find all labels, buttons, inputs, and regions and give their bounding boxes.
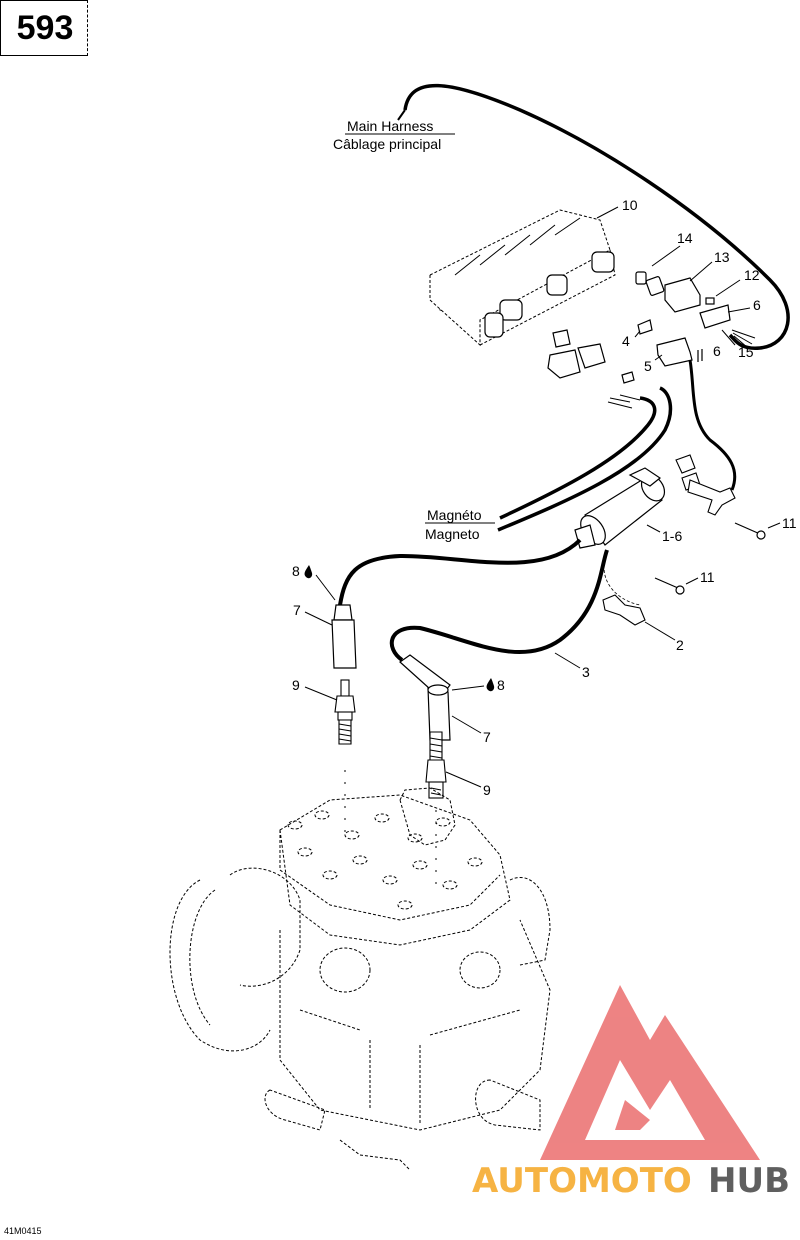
callout-14: 14 xyxy=(677,230,693,246)
harness-branch-wire xyxy=(688,359,737,491)
spark-plug-left xyxy=(334,679,356,745)
main-harness-label: Main Harness xyxy=(347,118,433,134)
callout-5: 5 xyxy=(644,358,652,374)
connector-parts xyxy=(547,271,731,384)
callout-11b: 11 xyxy=(700,569,715,585)
spark-plug-right xyxy=(425,731,447,799)
callout-3: 3 xyxy=(582,664,590,680)
lubricant-drop-icon xyxy=(304,565,313,579)
magneto-wires xyxy=(497,386,673,532)
callout-7a: 7 xyxy=(293,602,301,618)
callout-9b: 9 xyxy=(483,782,491,798)
mounting-bracket xyxy=(675,454,736,516)
figure-code: 41M0415 xyxy=(4,1226,42,1236)
spark-plug-cap-right xyxy=(399,654,451,741)
magneto-label-fr: Magnéto xyxy=(427,507,482,523)
callout-12: 12 xyxy=(744,267,760,283)
magneto-label-en: Magneto xyxy=(425,526,480,542)
page-number-box: 593 xyxy=(0,0,88,56)
callout-8b: 8 xyxy=(497,677,505,693)
callout-9a: 9 xyxy=(292,677,300,693)
callout-8a: 8 xyxy=(292,563,300,579)
callout-10: 10 xyxy=(622,197,638,213)
ignition-coil xyxy=(574,467,666,549)
callout-6b: 6 xyxy=(713,343,721,359)
module-connectors xyxy=(484,251,615,338)
watermark-logo xyxy=(540,985,760,1160)
screw-11-upper xyxy=(734,522,766,540)
callout-13: 13 xyxy=(714,249,730,265)
screw-11-lower xyxy=(654,577,685,595)
watermark-hub: HUB xyxy=(708,1161,790,1201)
engine-block xyxy=(169,787,551,1171)
wire-clip xyxy=(602,594,646,626)
wire-ends xyxy=(607,329,756,409)
high-tension-cables xyxy=(338,538,609,662)
callout-1-6: 1-6 xyxy=(662,528,682,544)
callout-7b: 7 xyxy=(483,729,491,745)
main-harness-label-fr: Câblage principal xyxy=(333,136,441,152)
callout-15: 15 xyxy=(738,344,754,360)
lubricant-drop-icon xyxy=(486,678,495,692)
callout-6a: 6 xyxy=(753,297,761,313)
callout-11a: 11 xyxy=(782,515,797,531)
page-number: 593 xyxy=(16,9,74,47)
callout-2: 2 xyxy=(676,637,684,653)
main-harness-cable xyxy=(397,83,790,350)
control-module xyxy=(429,209,616,347)
spark-plug-cap-left xyxy=(331,604,357,669)
watermark-automoto: AUTOMOTO xyxy=(472,1161,692,1201)
callout-4: 4 xyxy=(622,333,630,349)
